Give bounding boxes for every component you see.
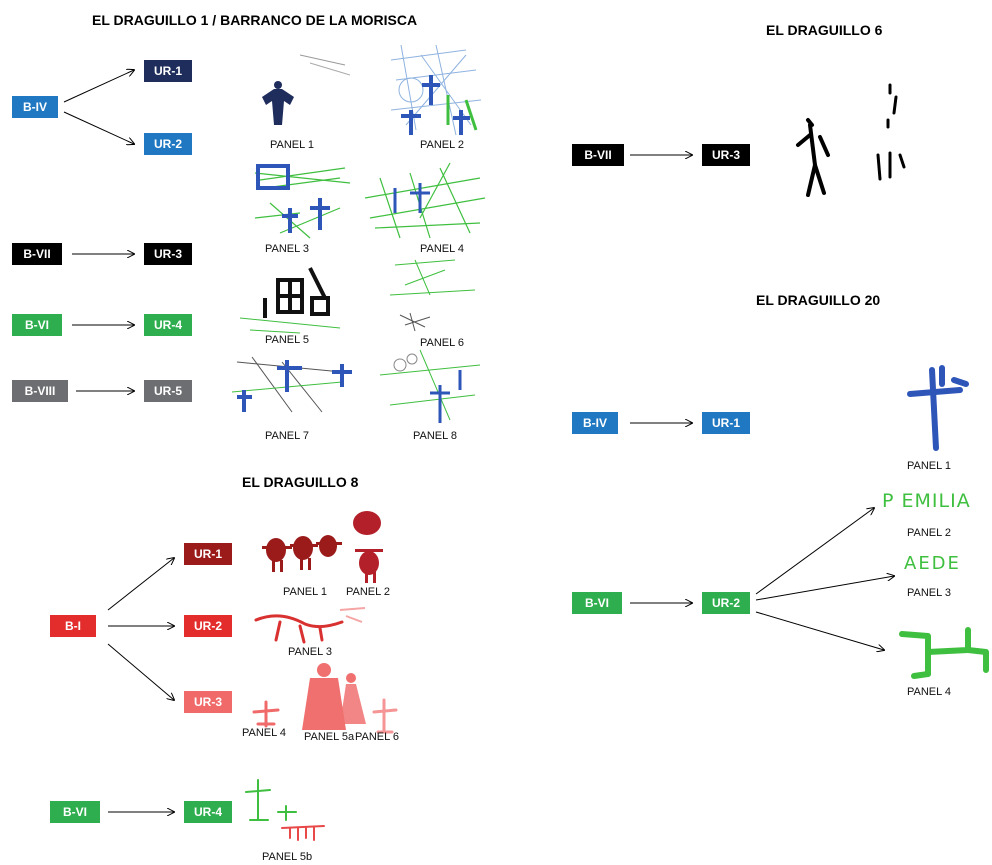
d1-panel-8-label: PANEL 8 [413, 430, 458, 442]
d8-panel-3-label: PANEL 3 [288, 646, 333, 658]
d1-panel-4-figure [364, 162, 486, 239]
d20-group-b-iv: B-IV [572, 412, 618, 434]
d1-panel-1-label: PANEL 1 [270, 139, 315, 151]
d8-panel-3-figure [254, 607, 366, 644]
arrow-d8-bi-ur3 [107, 643, 174, 700]
d8-panel-6-label: PANEL 6 [355, 731, 400, 743]
d8-panel-5b-label: PANEL 5b [262, 851, 313, 863]
d8-unit-ur-4: UR-4 [184, 801, 232, 823]
d8-panel-1-figure [262, 535, 342, 572]
d20-panel-4-figure [899, 627, 989, 679]
d8-panel-2-label: PANEL 2 [346, 586, 391, 598]
d8-group-b-i: B-I [50, 615, 96, 637]
d1-unit-ur-2: UR-2 [144, 133, 192, 155]
title-draguillo-1: EL DRAGUILLO 1 / BARRANCO DE LA MORISCA [92, 12, 418, 28]
d1-unit-ur-1: UR-1 [144, 60, 192, 82]
arrow-d20-ur2-panel2 [755, 508, 874, 595]
d20-unit-ur-2: UR-2 [702, 592, 750, 614]
d1-panel-2-label: PANEL 2 [420, 139, 465, 151]
d8-panel-6-figure [372, 698, 398, 734]
d8-unit-ur-2: UR-2 [184, 615, 232, 637]
d1-panel-6-figure [389, 259, 476, 332]
d8-panel-4-label: PANEL 4 [242, 727, 287, 739]
d1-panel-5-figure [240, 267, 341, 334]
d8-group-b-vi: B-VI [50, 801, 100, 823]
arrow-d1-biv-ur1 [63, 70, 134, 103]
d1-panel-2-figure [390, 44, 482, 136]
d1-group-b-vi: B-VI [12, 314, 62, 336]
d20-panel-2-inscription: P EMILIA [882, 490, 971, 512]
d6-group-b-vii: B-VII [572, 144, 624, 166]
d8-panel-2-figure [353, 511, 383, 583]
d8-unit-ur-1: UR-1 [184, 543, 232, 565]
d20-panel-3-label: PANEL 3 [907, 587, 952, 599]
arrow-d1-biv-ur2 [63, 111, 134, 144]
d20-panel-4-label: PANEL 4 [907, 686, 952, 698]
d1-panel-3-label: PANEL 3 [265, 243, 310, 255]
d1-panel-1-figure [262, 54, 351, 125]
arrow-d20-ur2-panel3 [755, 576, 894, 601]
d1-panel-5-label: PANEL 5 [265, 334, 310, 346]
d20-unit-ur-1: UR-1 [702, 412, 750, 434]
d8-panel-1-label: PANEL 1 [283, 586, 328, 598]
d20-panel-2-label: PANEL 2 [907, 527, 952, 539]
d1-group-b-viii: B-VIII [12, 380, 68, 402]
arrow-d8-bi-ur1 [107, 558, 174, 611]
title-draguillo-20: EL DRAGUILLO 20 [756, 292, 881, 308]
d1-unit-ur-3: UR-3 [144, 243, 192, 265]
d1-unit-ur-4: UR-4 [144, 314, 192, 336]
title-draguillo-8: EL DRAGUILLO 8 [242, 474, 359, 490]
d6-figure [796, 83, 906, 197]
d20-panel-3-inscription: AEDE [904, 553, 961, 574]
d20-panel-1-figure [907, 365, 969, 451]
d1-panel-7-figure [232, 356, 352, 413]
d8-panel-4-figure [252, 700, 280, 728]
d8-panel-5b-figure [245, 779, 325, 841]
d1-group-b-vii: B-VII [12, 243, 62, 265]
d1-panel-4-label: PANEL 4 [420, 243, 465, 255]
d1-panel-7-label: PANEL 7 [265, 430, 310, 442]
arrow-d20-ur2-panel4 [755, 611, 884, 650]
d1-panel-8-figure [380, 349, 481, 423]
d1-panel-6-label: PANEL 6 [420, 337, 465, 349]
d1-panel-3-figure [254, 164, 351, 239]
d8-panel-5a-figure [302, 663, 366, 730]
d1-group-b-iv: B-IV [12, 96, 58, 118]
d8-unit-ur-3: UR-3 [184, 691, 232, 713]
d1-unit-ur-5: UR-5 [144, 380, 192, 402]
title-draguillo-6: EL DRAGUILLO 6 [766, 22, 883, 38]
d8-panel-5a-label: PANEL 5a [304, 731, 355, 743]
d6-unit-ur-3: UR-3 [702, 144, 750, 166]
d20-panel-1-label: PANEL 1 [907, 460, 952, 472]
d20-group-b-vi: B-VI [572, 592, 622, 614]
